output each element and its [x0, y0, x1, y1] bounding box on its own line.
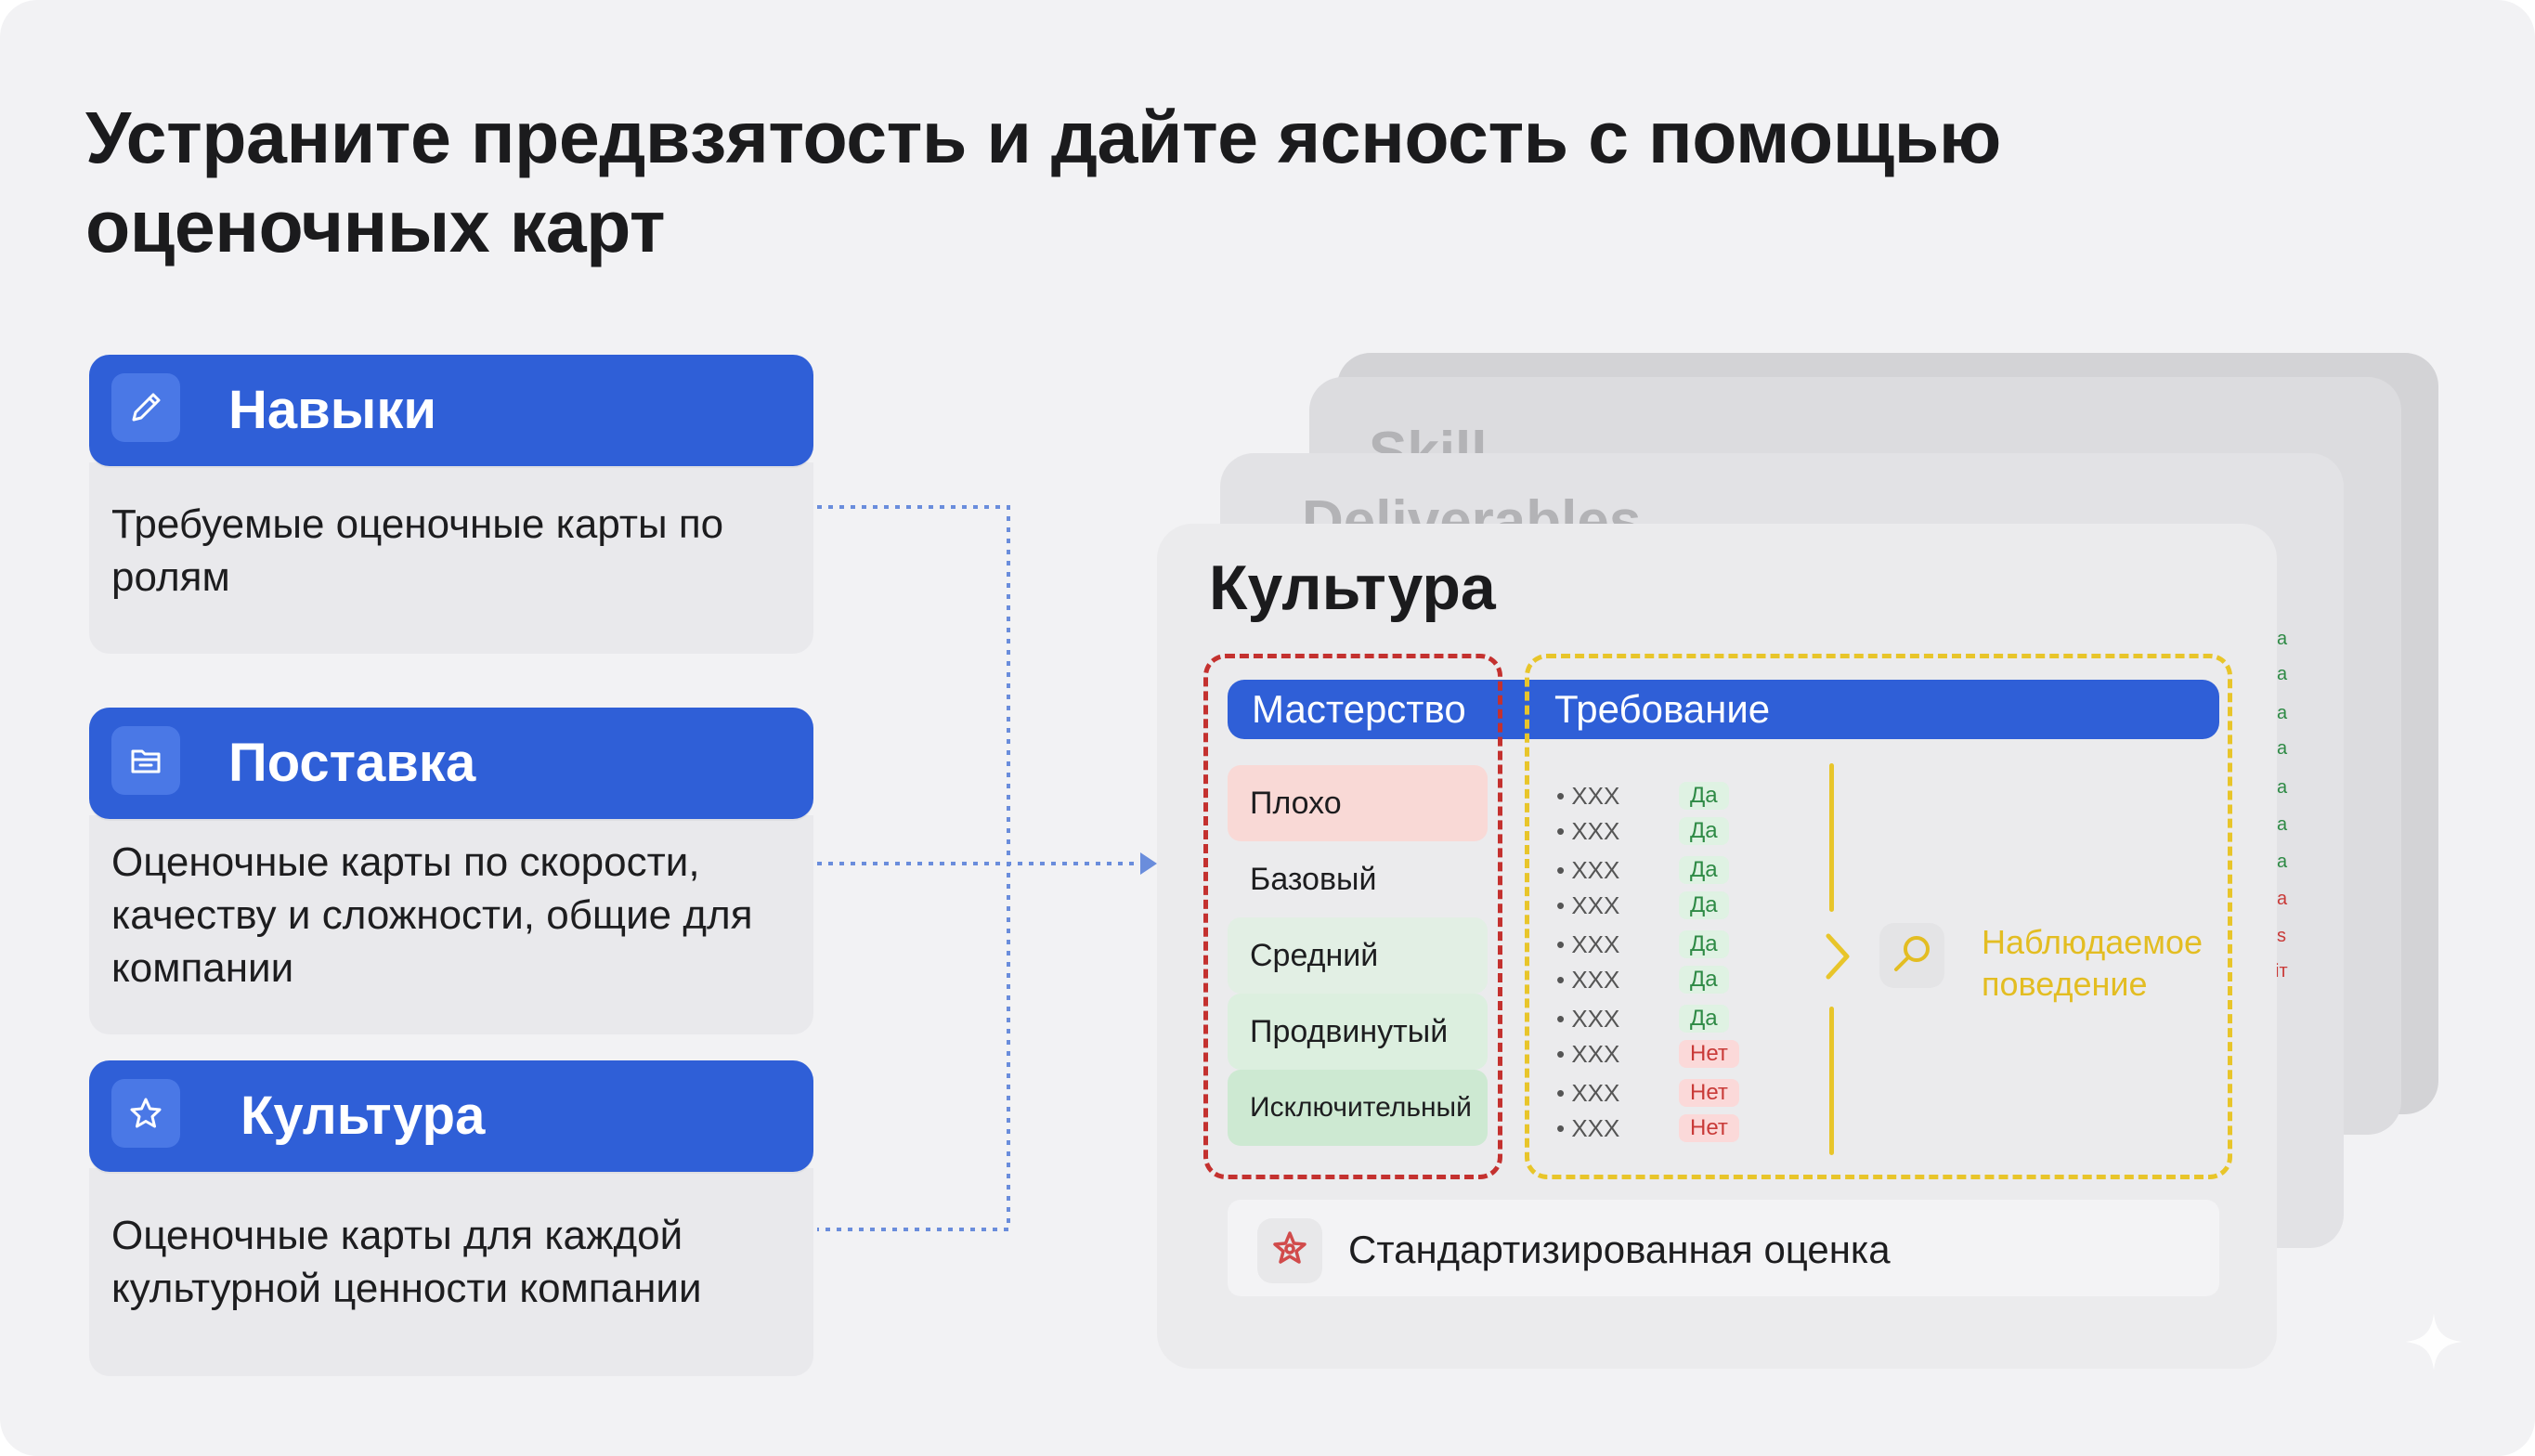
page-title: Устраните предвзятость и дайте ясность с…: [85, 96, 2001, 267]
connector-arrowhead: [1140, 852, 1157, 875]
observed-behavior: Наблюдаемое поведение: [1982, 923, 2204, 1003]
side-letter: s: [2277, 926, 2286, 946]
answer-badge: Нет: [1679, 1040, 1739, 1068]
answer-badge: Нет: [1679, 1114, 1739, 1142]
answer-badge: Да: [1679, 782, 1729, 810]
answer-badge: Да: [1679, 817, 1729, 845]
answer-badge: Да: [1679, 966, 1729, 994]
category-label: Культура: [240, 1086, 486, 1146]
answer-badge: Да: [1679, 930, 1729, 958]
category-header: Культура: [89, 1060, 813, 1172]
level-poor: Плохо: [1228, 765, 1488, 841]
category-delivery: Поставка Оценочные карты по скорости, ка…: [89, 708, 813, 1034]
side-letter: a: [2277, 777, 2288, 798]
requirement-highlight: [1525, 654, 2232, 1179]
background-card-label: Skill: [1369, 421, 1488, 453]
level-advanced: Продвинутый: [1228, 994, 1488, 1070]
side-letter: a: [2277, 664, 2288, 684]
requirement-header: Требование: [1554, 687, 1771, 731]
category-label: Навыки: [228, 380, 437, 440]
scorecard-title: Культура: [1209, 552, 1496, 623]
magnifier-icon: [1879, 923, 1944, 988]
side-letter: a: [2277, 629, 2288, 649]
category-header: Навыки: [89, 355, 813, 466]
mastery-header: Мастерство: [1252, 687, 1466, 731]
chevron-right-icon: [1826, 933, 1850, 980]
side-letter: іт: [2275, 961, 2288, 982]
culture-scorecard: Культура Мастерство Требование Плохо Баз…: [1157, 524, 2277, 1369]
category-label: Поставка: [228, 733, 476, 793]
answer-badge: Да: [1679, 891, 1729, 919]
connector-bracket: [817, 505, 1010, 1231]
sparkle-icon: [2405, 1313, 2463, 1371]
star-icon: [111, 1079, 180, 1148]
category-skills: Навыки Требуемые оценочные карты по роля…: [89, 355, 813, 654]
side-letter: a: [2277, 738, 2288, 759]
mastery-highlight: [1203, 654, 1502, 1179]
bracket-line-bottom: [1829, 1007, 1834, 1155]
answer-badge: Да: [1679, 1005, 1729, 1033]
level-medium: Средний: [1228, 917, 1488, 994]
standardized-assessment: Стандартизированная оценка: [1228, 1200, 2219, 1296]
pen-icon: [111, 373, 180, 442]
category-header: Поставка: [89, 708, 813, 819]
level-basic: Базовый: [1228, 841, 1488, 917]
side-letter: a: [2277, 889, 2288, 909]
side-letter: a: [2277, 703, 2288, 723]
level-exceptional: Исключительный: [1228, 1070, 1488, 1146]
footer-label: Стандартизированная оценка: [1348, 1228, 1891, 1271]
side-letter: a: [2277, 852, 2288, 872]
star-icon: [1257, 1218, 1322, 1283]
folder-icon: [111, 726, 180, 795]
category-culture: Культура Оценочные карты для каждой куль…: [89, 1060, 813, 1376]
side-letter: a: [2277, 814, 2288, 835]
bracket-line-top: [1829, 763, 1834, 912]
category-description: Оценочные карты для каждой культурной це…: [89, 1168, 813, 1376]
answer-badge: Нет: [1679, 1079, 1739, 1107]
scorecard-header-bar: Мастерство Требование: [1228, 680, 2219, 739]
answer-badge: Да: [1679, 856, 1729, 884]
category-description: Оценочные карты по скорости, качеству и …: [89, 815, 813, 1034]
category-description: Требуемые оценочные карты по ролям: [89, 462, 813, 654]
